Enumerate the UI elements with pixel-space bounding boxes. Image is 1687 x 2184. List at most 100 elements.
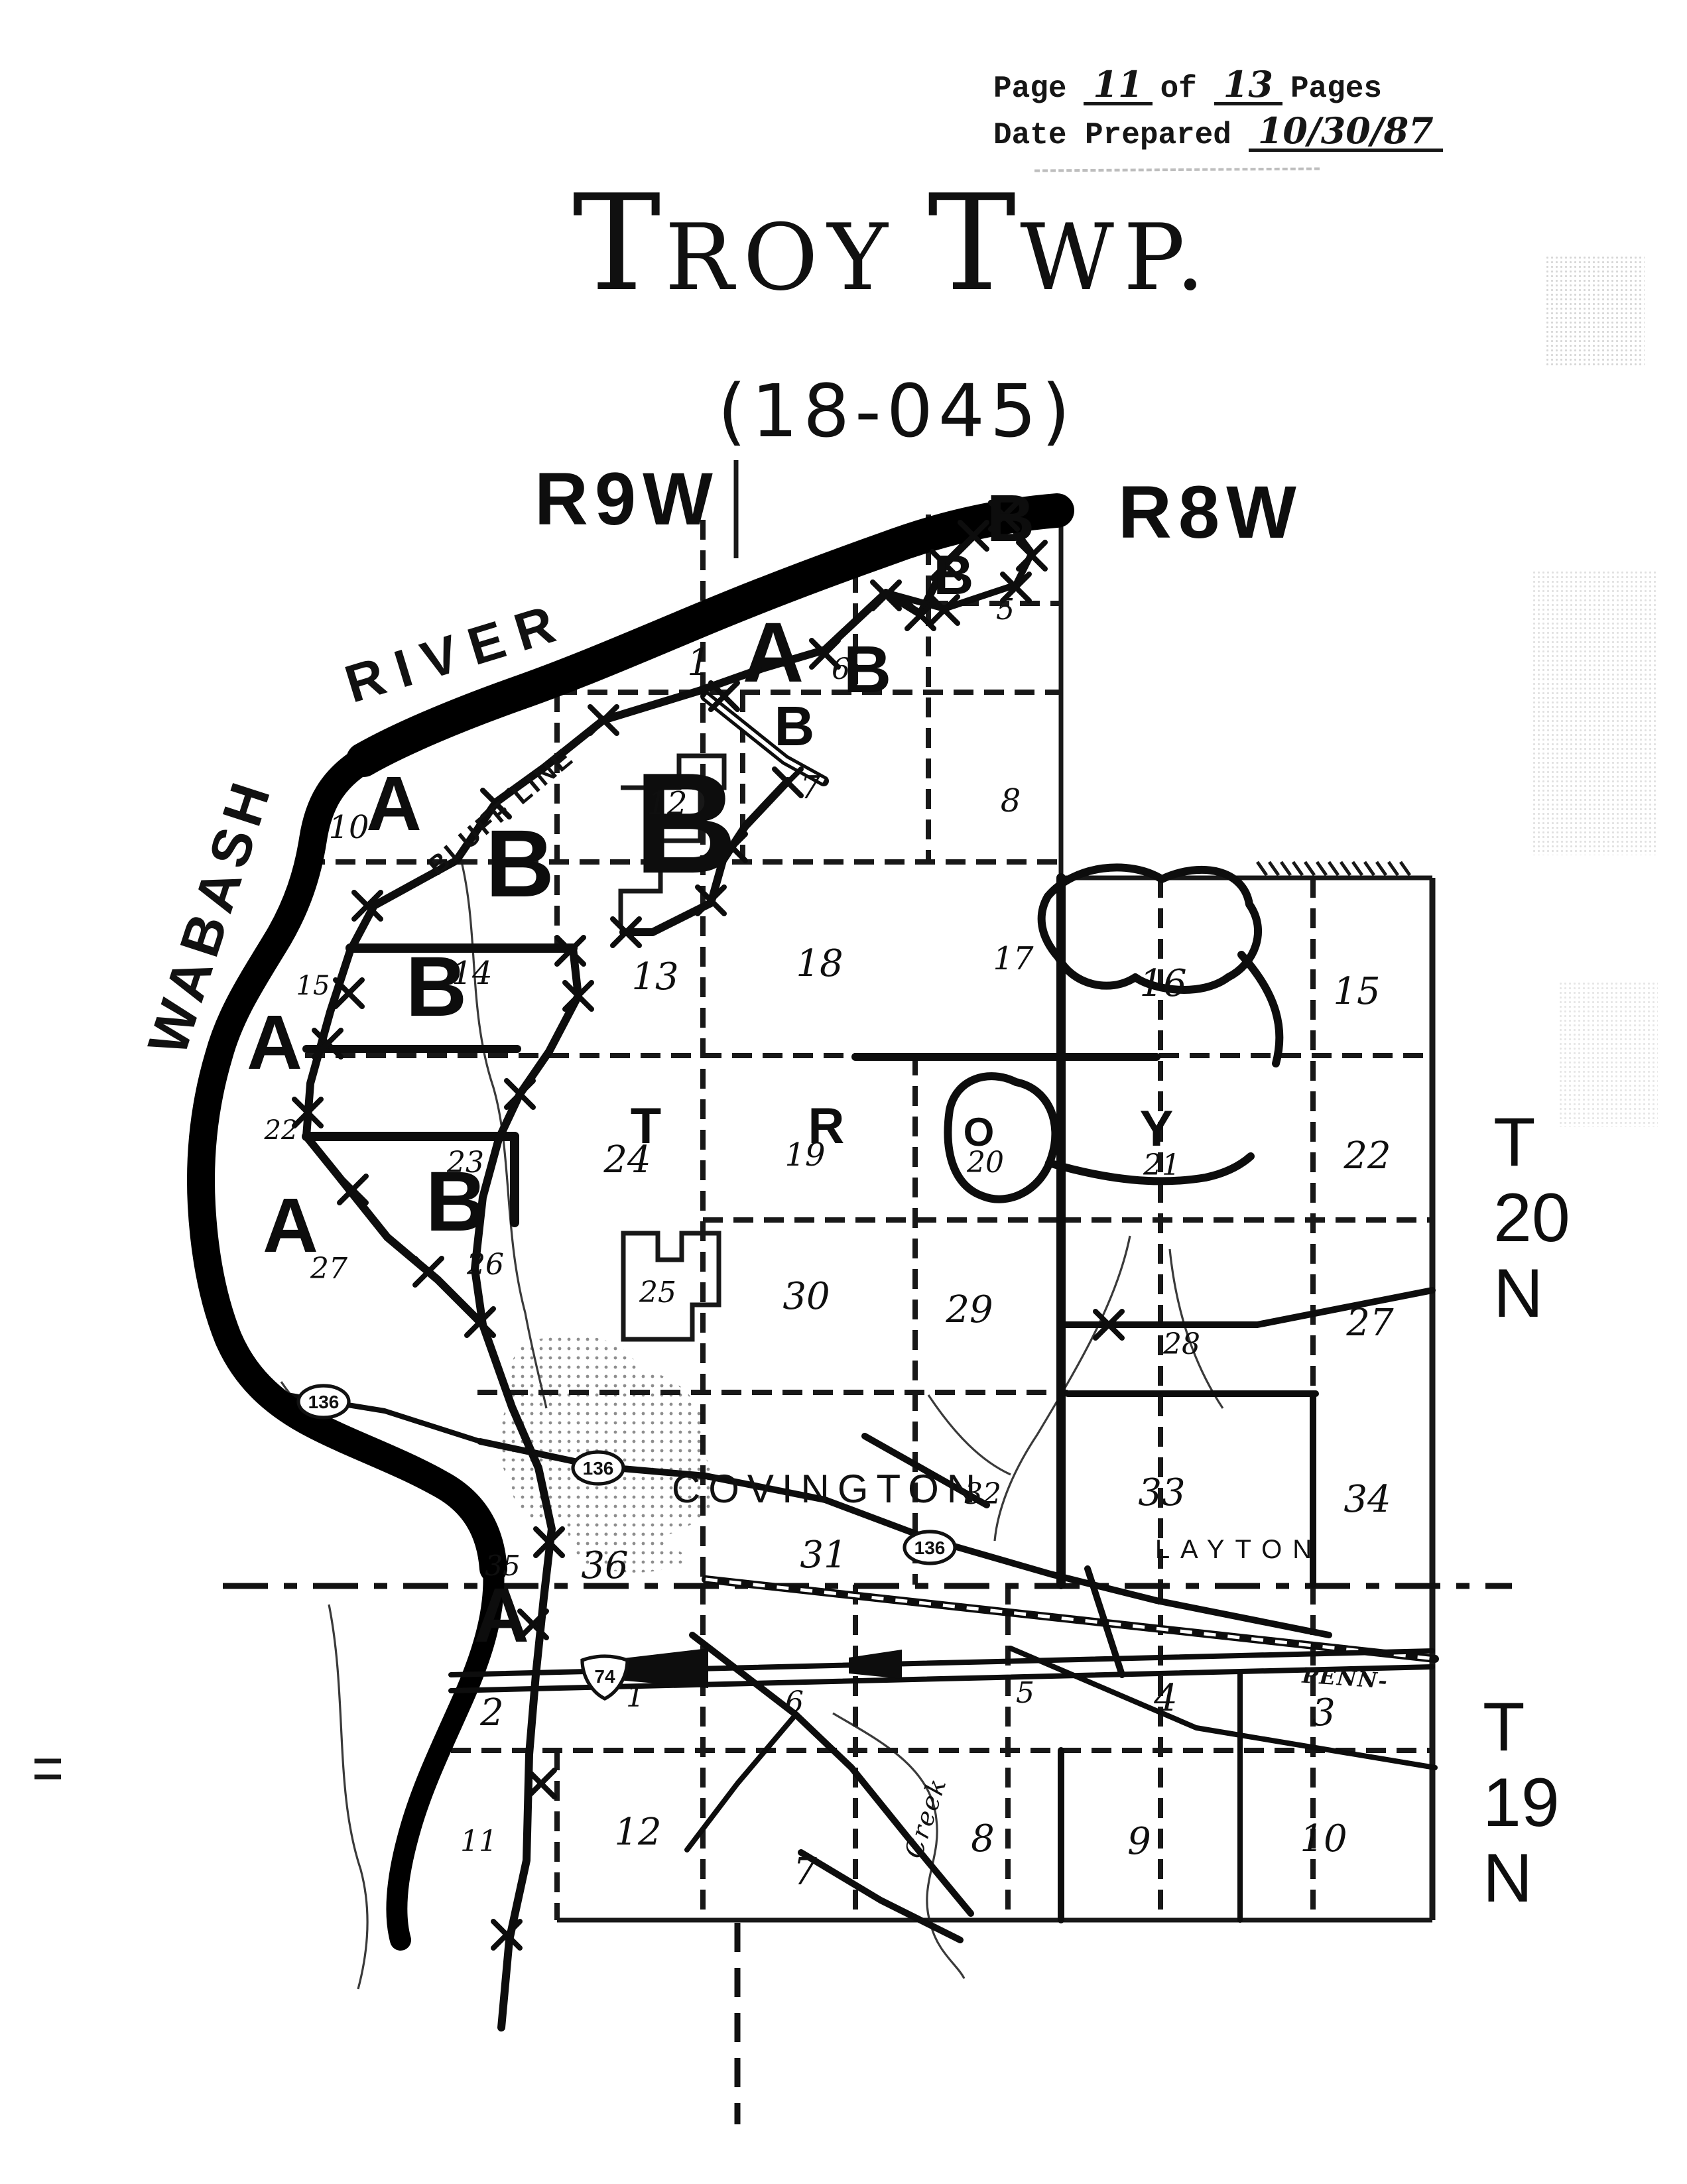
- t20n-letter-n: N: [1493, 1255, 1544, 1332]
- section-number-30: 30: [782, 1275, 830, 1318]
- date-handwritten: 10/30/87: [1248, 113, 1443, 152]
- section-number-7: 7: [800, 769, 821, 806]
- scan-noise-patch: [1532, 570, 1658, 855]
- title-initial-1: T: [572, 166, 665, 321]
- map-letter-a: A: [366, 760, 422, 847]
- section-number-27: 27: [1345, 1302, 1394, 1345]
- map-letter-a: A: [473, 1572, 529, 1658]
- map-label-penn-: PENN-: [1300, 1662, 1389, 1693]
- section-number-19: 19: [784, 1136, 825, 1174]
- x-mark: [562, 980, 594, 1012]
- us-route-shield-136: 136: [903, 1530, 957, 1565]
- range-label-r9w: R9W: [534, 457, 719, 540]
- section-number-7: 7: [793, 1850, 817, 1894]
- x-mark: [554, 935, 586, 967]
- section-number-8: 8: [971, 1817, 995, 1860]
- section-number-27: 27: [310, 1252, 347, 1286]
- penn-railroad: [702, 1575, 1439, 1663]
- x-mark: [337, 1174, 369, 1205]
- section-number-24: 24: [603, 1138, 651, 1182]
- section-number-21: 21: [1143, 1148, 1180, 1182]
- section-number-3: 3: [1312, 1691, 1336, 1734]
- x-mark: [695, 884, 727, 916]
- date-prepared-label: Date Prepared: [993, 118, 1231, 152]
- route-shields: 136 136 136 74: [296, 1384, 957, 1701]
- page-header: Page 11 of 13 Pages Date Prepared 10/30/…: [993, 66, 1451, 159]
- section-number-20: 20: [966, 1146, 1004, 1180]
- map-label-layton: LAYTON: [1155, 1535, 1322, 1564]
- section-number-22: 22: [1343, 1134, 1391, 1178]
- x-mark: [533, 1526, 565, 1558]
- section-number-6: 6: [785, 1685, 804, 1719]
- wabash-river: [187, 493, 1074, 1951]
- us-route-shield-136: 136: [571, 1450, 625, 1486]
- x-mark: [716, 831, 748, 863]
- section-number-28: 28: [1162, 1327, 1200, 1361]
- title-initial-2: T: [927, 166, 1021, 321]
- crossing-marks: [292, 500, 1125, 1951]
- x-mark: [708, 680, 740, 712]
- map-letter-b: B: [426, 1154, 487, 1249]
- x-mark: [930, 549, 962, 581]
- left-margin-marks: [34, 1758, 61, 1780]
- x-mark: [491, 1919, 523, 1951]
- x-mark: [480, 788, 512, 819]
- map-label-covington: COVINGTON: [672, 1467, 983, 1511]
- x-mark: [958, 520, 989, 552]
- map-letter-b: B: [406, 940, 467, 1034]
- t19n-letter-t: T: [1483, 1689, 1525, 1766]
- us-route-shield-136: 136: [296, 1384, 351, 1420]
- covington-urban-area: [499, 1335, 716, 1573]
- section-number-6: 6: [832, 652, 850, 686]
- t19n-number: 19: [1483, 1764, 1560, 1841]
- section-number-16: 16: [1139, 962, 1186, 1005]
- section-number-35: 35: [485, 1549, 520, 1582]
- map-label-creek: Creek: [899, 1774, 952, 1862]
- section-number-9: 9: [1127, 1820, 1151, 1863]
- section-number-26: 26: [466, 1248, 504, 1282]
- x-mark: [1000, 572, 1032, 603]
- section-number-5: 5: [1016, 1676, 1034, 1710]
- t20n-letter-t: T: [1493, 1104, 1536, 1181]
- section-number-15: 15: [1333, 970, 1380, 1013]
- map-letter-y: Y: [1140, 1101, 1174, 1157]
- x-mark: [351, 890, 383, 922]
- section-number-14: 14: [452, 955, 492, 992]
- x-mark: [1016, 540, 1048, 572]
- section-number-25: 25: [639, 1276, 676, 1309]
- map-letter-b: B: [844, 633, 891, 707]
- map-letter-b: B: [485, 810, 554, 917]
- range-label-r8w: R8W: [1118, 471, 1303, 554]
- map-letter-b: B: [634, 743, 737, 903]
- interstate-shield-74: 74: [580, 1654, 629, 1701]
- section-number-12: 12: [614, 1811, 661, 1854]
- stepped-boundary-25: [621, 1231, 721, 1342]
- x-mark: [504, 1078, 536, 1110]
- x-mark: [333, 977, 365, 1009]
- section-number-12: 12: [647, 785, 687, 822]
- section-number-2: 2: [479, 1691, 504, 1734]
- map-letter-b: B: [987, 481, 1034, 556]
- map-letter-a: A: [263, 1182, 318, 1268]
- section-number-15: 15: [296, 971, 330, 1001]
- x-mark: [517, 1608, 549, 1640]
- section-number-36: 36: [581, 1544, 628, 1587]
- route-number: 136: [914, 1538, 946, 1558]
- section-number-31: 31: [800, 1534, 847, 1577]
- section-number-5: 5: [996, 593, 1015, 627]
- section-number-17: 17: [993, 940, 1034, 977]
- section-number-22: 22: [264, 1115, 298, 1146]
- map-letter-o: O: [964, 1110, 995, 1154]
- township-label-t19n: T 19 N: [1483, 1689, 1560, 1916]
- interchange-symbol: [618, 1648, 708, 1688]
- section-number-8: 8: [1001, 782, 1021, 819]
- x-mark: [412, 1256, 444, 1288]
- map-letter-b: B: [775, 695, 815, 757]
- section-number-1: 1: [687, 641, 711, 684]
- section-number-10: 10: [328, 809, 369, 846]
- page-number-handwritten: 11: [1084, 66, 1153, 105]
- map-letter-r: R: [808, 1098, 845, 1154]
- section-number-29: 29: [945, 1288, 993, 1331]
- section-number-4: 4: [1153, 1677, 1178, 1720]
